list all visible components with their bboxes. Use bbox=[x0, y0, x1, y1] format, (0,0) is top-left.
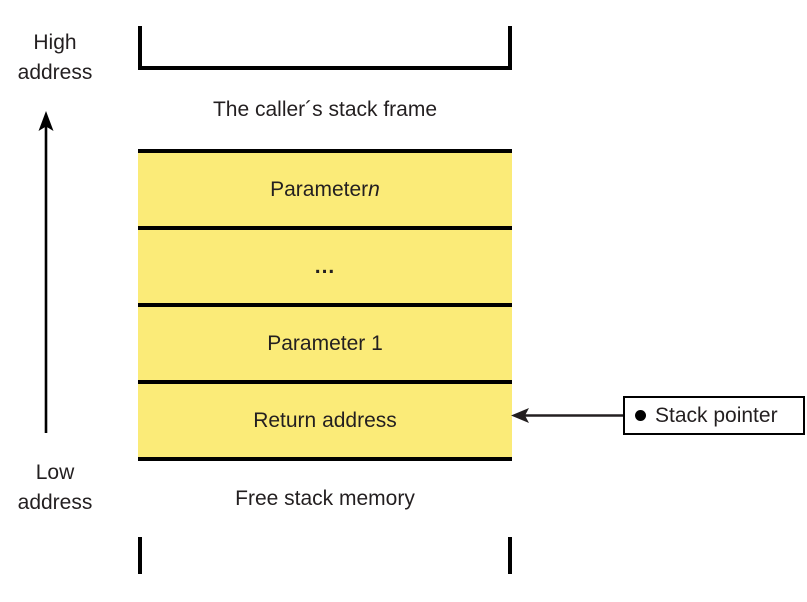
stack-row-label: Parameter bbox=[270, 177, 369, 201]
stack-row-ellipsis: ... bbox=[138, 226, 512, 303]
stack-row-parameter-1: Parameter 1 bbox=[138, 303, 512, 380]
stack-row-free-stack-memory: Free stack memory bbox=[138, 457, 512, 537]
address-direction-arrow-icon bbox=[38, 111, 54, 433]
stack-row-caller-frame: The caller´s stack frame bbox=[138, 70, 512, 149]
high-address-label-line2: address bbox=[17, 61, 93, 84]
stack-row-label: Parameter 1 bbox=[267, 331, 383, 355]
stack-row-label: The caller´s stack frame bbox=[212, 97, 438, 121]
stack-row-label-emphasis: n bbox=[368, 177, 380, 201]
high-address-label: High address bbox=[0, 28, 110, 88]
bullet-dot-icon bbox=[635, 410, 646, 421]
stack-row-label: Return address bbox=[253, 408, 397, 432]
low-address-label-line2: address bbox=[17, 491, 93, 514]
stack-row-label: Free stack memory bbox=[235, 487, 415, 510]
low-address-label: Low address bbox=[0, 458, 110, 518]
stack-pointer-label: Stack pointer bbox=[655, 404, 778, 427]
stack-row-parameter-n: Parameter n bbox=[138, 149, 512, 226]
high-address-label-line1: High bbox=[33, 31, 77, 54]
stack-row-label: ... bbox=[314, 254, 336, 278]
stack-rows-container: The caller´s stack frame Parameter n ...… bbox=[138, 66, 512, 537]
stack-pointer-leader-arrow-icon bbox=[511, 408, 634, 423]
low-address-label-line1: Low bbox=[35, 461, 75, 484]
stack-column: The caller´s stack frame Parameter n ...… bbox=[138, 26, 512, 574]
stack-row-return-address: Return address bbox=[138, 380, 512, 457]
stack-pointer-callout: Stack pointer bbox=[623, 396, 805, 435]
